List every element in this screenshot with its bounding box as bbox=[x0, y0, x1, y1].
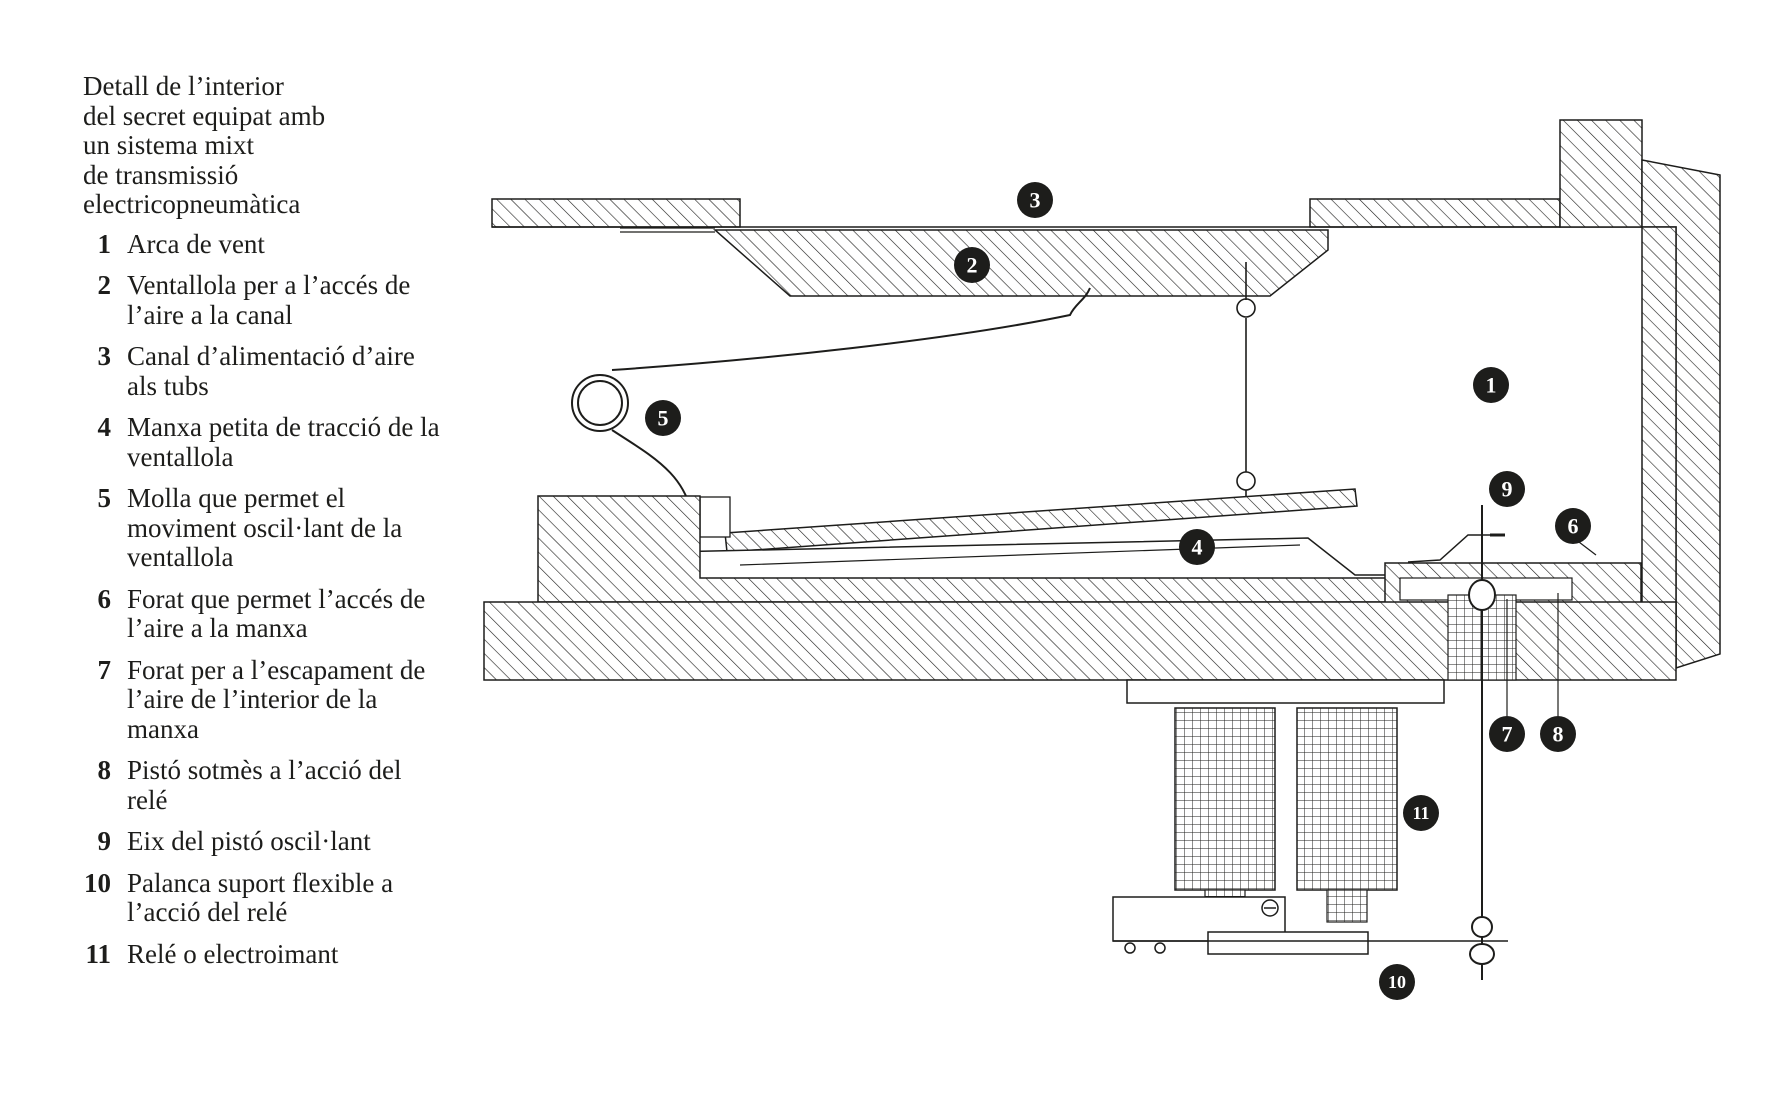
windchest-frame bbox=[1559, 119, 1721, 670]
legend-title-line: de transmissió bbox=[83, 159, 239, 190]
legend-title-line: Detall de l’interior bbox=[83, 71, 284, 101]
legend-item-text: Palanca suport flexible a l’acció del re… bbox=[127, 867, 394, 927]
callout-number: 7 bbox=[1502, 722, 1513, 747]
legend-item: 1 Arca de vent bbox=[83, 228, 443, 260]
pneumatic-motor bbox=[667, 488, 1397, 591]
legend-item-number: 5 bbox=[97, 483, 112, 513]
legend-item-number: 3 bbox=[97, 341, 112, 371]
legend-item-number: 7 bbox=[97, 654, 112, 685]
callout-marker: 9 bbox=[1489, 471, 1525, 507]
legend-item-number: 9 bbox=[97, 826, 112, 856]
legend-list: 1 Arca de vent 2 Ventallola per a l’accés … bbox=[83, 228, 443, 970]
legend-item-text: Pistó sotmès a l’acció del relé bbox=[127, 755, 402, 815]
legend-title-line: un sistema mixt bbox=[83, 130, 254, 160]
callout-number: 11 bbox=[1412, 803, 1429, 823]
callout-marker: 5 bbox=[645, 400, 681, 436]
piston-axis bbox=[1468, 505, 1496, 980]
legend-item-text: Manxa petita de tracció de la ventallola bbox=[127, 412, 440, 472]
legend-item: 2 Ventallola per a l’accés de l’aire a la… bbox=[83, 270, 443, 330]
electromagnet-coils bbox=[1174, 707, 1398, 923]
legend-item-number: 2 bbox=[97, 270, 112, 300]
legend-item: 11 Relé o electroimant bbox=[83, 938, 443, 970]
legend-item-number: 11 bbox=[85, 938, 111, 969]
callout-number: 10 bbox=[1388, 972, 1406, 992]
legend-item-text: Forat per a l’escapament de l’aire de l’… bbox=[127, 654, 426, 744]
callout-marker: 7 bbox=[1489, 716, 1525, 752]
legend-item-text: Ventallola per a l’accés de l’aire a la … bbox=[127, 270, 411, 330]
legend: Detall de l’interior del secret equipat … bbox=[83, 71, 443, 981]
legend-title: Detall de l’interior del secret equipat … bbox=[83, 71, 443, 220]
callout-marker: 4 bbox=[1179, 529, 1215, 565]
callout-markers: 1 2 3 4 5 6 7 8 9 10 11 bbox=[645, 182, 1591, 1000]
legend-item-text: Arca de vent bbox=[127, 228, 265, 259]
legend-title-line: del secret equipat amb bbox=[83, 100, 326, 131]
relay-plate bbox=[1384, 533, 1642, 604]
legend-item-number: 6 bbox=[97, 583, 112, 614]
legend-item: 6 Forat que permet l’accés de l’aire a la… bbox=[83, 583, 443, 644]
legend-item-number: 1 bbox=[97, 228, 112, 259]
valve-pull-rod bbox=[1236, 262, 1256, 508]
legend-title-line: electricopneumàtica bbox=[83, 189, 301, 219]
legend-item-number: 8 bbox=[97, 755, 112, 785]
legend-item-text: Relé o electroimant bbox=[127, 938, 339, 969]
callout-marker: 11 bbox=[1403, 795, 1439, 831]
callout-number: 1 bbox=[1486, 373, 1497, 398]
relay-mount bbox=[1126, 679, 1445, 704]
legend-item-number: 4 bbox=[97, 412, 112, 442]
callout-number: 4 bbox=[1192, 535, 1203, 560]
callout-marker: 1 bbox=[1473, 367, 1509, 403]
legend-item-number: 10 bbox=[84, 867, 111, 898]
callout-marker: 2 bbox=[954, 247, 990, 283]
legend-item-text: Molla que permet el moviment oscil·lant … bbox=[127, 483, 403, 572]
callout-marker: 10 bbox=[1379, 964, 1415, 1000]
legend-item-text: Canal d’alimentació d’aire als tubs bbox=[127, 341, 415, 401]
legend-item: 4 Manxa petita de tracció de la ventallol… bbox=[83, 412, 443, 472]
legend-item: 7 Forat per a l’escapament de l’aire de l… bbox=[83, 654, 443, 745]
main-board bbox=[483, 594, 1677, 681]
legend-item: 5 Molla que permet el moviment oscil·lant… bbox=[83, 483, 443, 573]
callout-marker: 3 bbox=[1017, 182, 1053, 218]
callout-marker: 8 bbox=[1540, 716, 1576, 752]
legend-item: 9 Eix del pistó oscil·lant bbox=[83, 826, 443, 857]
leader-lines bbox=[1506, 525, 1597, 716]
legend-item: 8 Pistó sotmès a l’acció del relé bbox=[83, 755, 443, 815]
legend-item: 3 Canal d’alimentació d’aire als tubs bbox=[83, 341, 443, 401]
pallet-valve bbox=[620, 227, 1329, 297]
callout-number: 3 bbox=[1030, 188, 1041, 213]
callout-number: 9 bbox=[1502, 477, 1513, 502]
top-board-right bbox=[1309, 198, 1561, 228]
legend-item: 10 Palanca suport flexible a l’acció del … bbox=[83, 867, 443, 928]
legend-item-text: Eix del pistó oscil·lant bbox=[127, 826, 371, 856]
callout-number: 2 bbox=[967, 253, 978, 278]
top-board-left bbox=[491, 198, 741, 228]
legend-item-text: Forat que permet l’accés de l’aire a la … bbox=[127, 583, 426, 643]
callout-marker: 6 bbox=[1555, 508, 1591, 544]
callout-number: 6 bbox=[1568, 514, 1579, 539]
callout-number: 5 bbox=[658, 406, 669, 431]
flexible-lever bbox=[1112, 896, 1508, 955]
callout-number: 8 bbox=[1553, 722, 1564, 747]
